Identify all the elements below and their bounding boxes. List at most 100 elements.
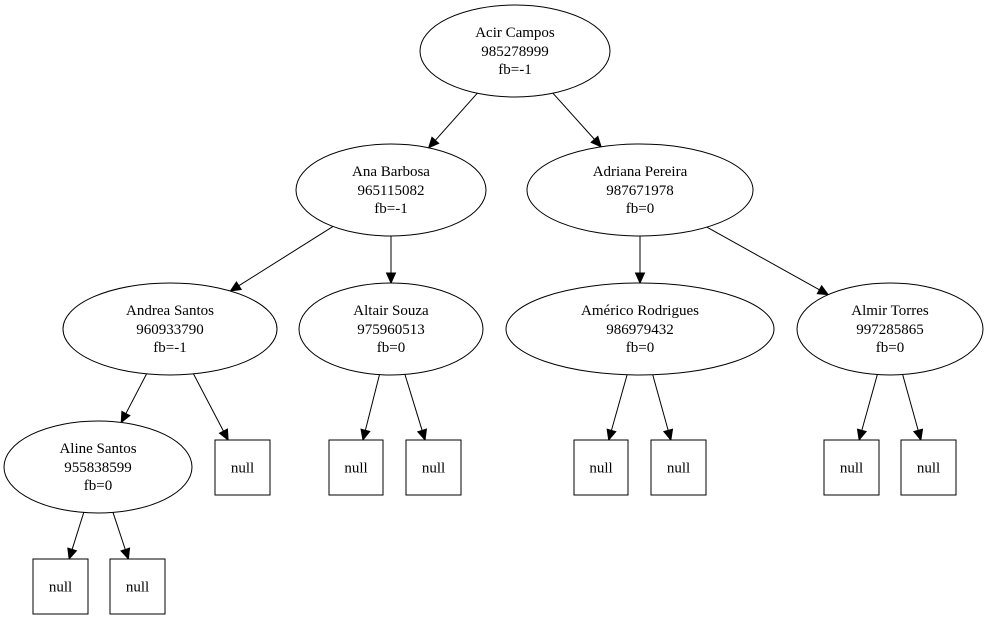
arrowhead-n-altair	[385, 272, 397, 285]
arrowhead-null-almir-r	[912, 428, 924, 442]
tree-node: Almir Torres 997285865 fb=0	[796, 282, 984, 376]
edge-n-andrea-to-null-andrea-r	[193, 373, 224, 432]
node-ellipse	[295, 143, 487, 237]
null-box	[405, 439, 462, 496]
node-phone-label: 985278999	[481, 44, 549, 60]
edge-n-aline-to-null-aline-r	[112, 512, 126, 550]
node-balance-label: fb=-1	[374, 201, 407, 217]
null-label: null	[667, 461, 690, 477]
node-balance-label: fb=0	[626, 340, 654, 356]
arrowhead-null-americo-l	[606, 428, 617, 442]
null-leaf-node: null	[32, 558, 89, 615]
edges-layer	[67, 92, 924, 561]
null-leaf-node: null	[650, 439, 707, 496]
tree-node: Ana Barbosa 965115082 fb=-1	[295, 143, 487, 237]
arrowhead-null-altair-r	[416, 428, 428, 442]
null-label: null	[589, 461, 612, 477]
node-ellipse	[505, 282, 775, 376]
null-box	[573, 439, 629, 496]
null-label: null	[422, 461, 445, 477]
null-leaf-node: null	[573, 439, 629, 496]
node-balance-label: fb=0	[626, 201, 654, 217]
null-box	[900, 439, 957, 496]
node-balance-label: fb=0	[84, 478, 112, 494]
null-leaf-node: null	[109, 558, 166, 615]
null-leaf-node: null	[823, 439, 880, 496]
edge-n-ana-to-n-andrea	[238, 226, 334, 287]
edge-n-acir-to-n-ana	[434, 92, 478, 141]
node-name-label: Aline Santos	[59, 441, 136, 457]
null-label: null	[49, 580, 72, 596]
edge-n-americo-to-null-americo-r	[652, 374, 669, 431]
node-ellipse	[796, 282, 984, 376]
node-ellipse	[62, 282, 278, 376]
node-ellipse	[419, 4, 611, 98]
tree-node: Américo Rodrigues 986979432 fb=0	[505, 282, 775, 376]
null-label: null	[344, 461, 367, 477]
node-phone-label: 960933790	[136, 322, 204, 338]
null-leaf-node: null	[214, 439, 271, 496]
node-phone-label: 986979432	[606, 322, 674, 338]
node-name-label: Altair Souza	[353, 303, 429, 319]
null-leaf-node: null	[405, 439, 462, 496]
null-box	[32, 558, 89, 615]
null-box	[109, 558, 166, 615]
tree-node: Acir Campos 985278999 fb=-1	[419, 4, 611, 98]
edge-n-almir-to-null-almir-l	[861, 374, 878, 431]
node-balance-label: fb=0	[377, 340, 405, 356]
edge-n-americo-to-null-americo-l	[610, 374, 628, 431]
arrowhead-n-americo	[634, 272, 646, 285]
node-phone-label: 975960513	[357, 322, 425, 338]
node-balance-label: fb=0	[876, 340, 904, 356]
node-balance-label: fb=-1	[498, 62, 531, 78]
arrowhead-null-aline-r	[120, 547, 131, 561]
node-name-label: Almir Torres	[851, 303, 929, 319]
null-leaf-node: null	[900, 439, 957, 496]
tree-node: Adriana Pereira 987671978 fb=0	[526, 143, 754, 237]
null-box	[214, 439, 271, 496]
arrowhead-null-americo-r	[662, 428, 674, 442]
edge-n-almir-to-null-almir-r	[902, 374, 919, 431]
arrowhead-n-aline	[120, 410, 131, 424]
node-name-label: Acir Campos	[475, 25, 555, 41]
node-name-label: Américo Rodrigues	[581, 303, 699, 319]
arrowhead-n-adriana	[590, 135, 602, 148]
node-ellipse	[526, 143, 754, 237]
tree-node: Aline Santos 955838599 fb=0	[3, 420, 193, 514]
null-box	[823, 439, 880, 496]
edge-n-andrea-to-n-aline	[125, 373, 148, 414]
null-leaf-node: null	[328, 439, 384, 496]
node-name-label: Andrea Santos	[126, 303, 214, 319]
edge-n-altair-to-null-altair-r	[404, 374, 423, 431]
null-box	[328, 439, 384, 496]
node-phone-label: 965115082	[358, 183, 425, 199]
edge-n-aline-to-null-aline-l	[71, 512, 85, 550]
node-phone-label: 997285865	[856, 322, 924, 338]
edge-n-adriana-to-n-almir	[706, 226, 820, 291]
node-balance-label: fb=-1	[153, 340, 186, 356]
null-label: null	[917, 461, 940, 477]
node-name-label: Ana Barbosa	[352, 164, 430, 180]
tree-node: Andrea Santos 960933790 fb=-1	[62, 282, 278, 376]
node-ellipse	[3, 420, 193, 514]
tree-node: Altair Souza 975960513 fb=0	[298, 282, 484, 376]
null-label: null	[231, 461, 254, 477]
edge-n-acir-to-n-adriana	[552, 92, 595, 140]
arrowhead-null-aline-l	[67, 547, 78, 561]
null-label: null	[126, 580, 149, 596]
null-box	[650, 439, 707, 496]
arrowhead-null-almir-l	[856, 428, 868, 442]
arrowhead-n-ana	[427, 136, 440, 149]
arrowhead-n-andrea	[229, 280, 243, 292]
edge-n-altair-to-null-altair-l	[364, 374, 380, 431]
node-phone-label: 987671978	[606, 183, 674, 199]
node-name-label: Adriana Pereira	[593, 164, 688, 180]
null-label: null	[840, 461, 863, 477]
arrowhead-n-almir	[816, 284, 830, 296]
node-phone-label: 955838599	[64, 460, 132, 476]
arrowhead-null-altair-l	[360, 428, 371, 442]
arrowhead-null-andrea-r	[218, 428, 229, 442]
node-ellipse	[298, 282, 484, 376]
